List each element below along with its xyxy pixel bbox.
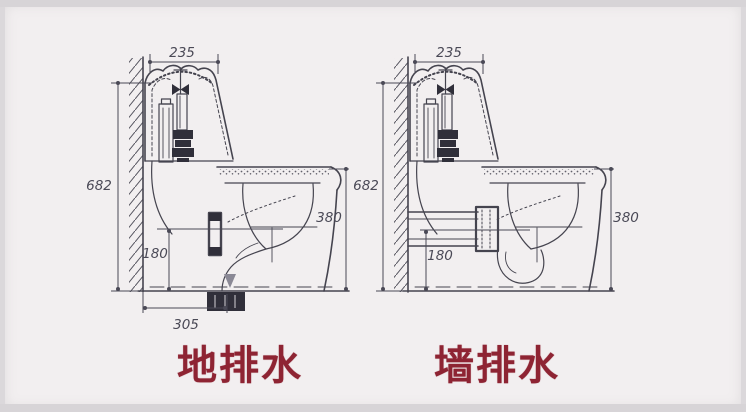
rim-front-curve bbox=[330, 166, 342, 191]
wall-hatching bbox=[129, 58, 143, 292]
dim-tank-width-right: 235 bbox=[413, 45, 485, 74]
bowl-inner-left bbox=[242, 183, 267, 250]
bowl-inner-right bbox=[530, 183, 579, 250]
fill-valve bbox=[423, 98, 439, 163]
s-trap bbox=[207, 211, 267, 292]
valve-block-3 bbox=[437, 148, 459, 157]
rim-stipple-band bbox=[219, 169, 329, 175]
toilet-bowl bbox=[151, 160, 342, 292]
floor-outlet bbox=[207, 274, 245, 311]
weir-bottom-seal bbox=[209, 247, 221, 255]
pipe-flange bbox=[474, 205, 500, 253]
rim-to-trap-dotted bbox=[227, 195, 296, 223]
float-inner-lines bbox=[427, 107, 435, 159]
dim-label-tank-width: 235 bbox=[436, 45, 462, 61]
valve-block-2 bbox=[440, 140, 456, 147]
cistern-tank bbox=[409, 64, 499, 163]
valve-block-3 bbox=[172, 148, 194, 157]
pipe-inner-lines bbox=[407, 218, 479, 240]
float-cylinder bbox=[158, 103, 174, 163]
floor-line bbox=[402, 286, 615, 292]
cistern-tank bbox=[144, 64, 234, 163]
valve-seat bbox=[177, 158, 189, 162]
toilet-bowl bbox=[416, 160, 607, 292]
dim-rim-height-right: 380 bbox=[594, 167, 639, 291]
trap-outer-curve bbox=[221, 248, 267, 292]
bowl-back-outer bbox=[151, 160, 173, 235]
float-cylinder bbox=[423, 103, 439, 163]
rim-stipple-band bbox=[484, 169, 594, 175]
wall-section bbox=[129, 56, 144, 293]
tank-inner-wall bbox=[151, 76, 229, 157]
outlet-ribs bbox=[214, 295, 236, 308]
flush-button bbox=[437, 67, 454, 95]
p-trap bbox=[496, 246, 545, 284]
float-cap bbox=[425, 98, 437, 105]
overflow-tube bbox=[176, 93, 188, 131]
dim-drain-setback-left: 305 bbox=[142, 293, 228, 333]
wall-drain-diagram: 235 682 180 380 bbox=[353, 45, 639, 293]
trap-u-outer bbox=[496, 246, 545, 284]
weir-top-seal bbox=[209, 213, 221, 221]
flush-button bbox=[172, 67, 189, 95]
tank-inner-wall bbox=[416, 76, 494, 157]
dim-drain-height-right: 180 bbox=[420, 229, 530, 291]
bowl-back-outer bbox=[416, 160, 438, 235]
flush-valve bbox=[172, 93, 194, 162]
dim-label-overall-height: 682 bbox=[353, 178, 379, 194]
caption-wall-drain: 墙排水 bbox=[434, 343, 560, 389]
pipe-outer-lines bbox=[407, 211, 479, 247]
bowl-inner-left bbox=[507, 183, 532, 250]
dim-label-drain-setback: 305 bbox=[173, 317, 199, 333]
button-stem bbox=[438, 67, 453, 95]
dim-label-overall-height: 682 bbox=[86, 178, 112, 194]
valve-seat bbox=[442, 158, 454, 162]
caption-floor-drain: 地排水 bbox=[177, 343, 303, 389]
dim-label-tank-width: 235 bbox=[169, 45, 195, 61]
flush-valve bbox=[437, 93, 459, 162]
bowl-inner-right bbox=[265, 183, 314, 250]
dim-label-rim-height: 380 bbox=[613, 210, 639, 226]
floor-drain-diagram: 235 682 180 305 380 bbox=[86, 45, 350, 333]
floor-line bbox=[137, 286, 350, 292]
bowl-front-outer bbox=[588, 189, 603, 292]
bowl-front-outer bbox=[323, 189, 338, 292]
dim-label-drain-height: 180 bbox=[142, 246, 168, 262]
valve-block-2 bbox=[175, 140, 191, 147]
dim-label-drain-height: 180 bbox=[427, 248, 453, 264]
overflow-tube bbox=[441, 93, 453, 131]
float-inner-lines bbox=[162, 107, 170, 159]
dim-tank-width-left: 235 bbox=[148, 45, 220, 74]
dim-rim-height-left: 380 bbox=[316, 167, 349, 291]
dim-overall-height-right: 682 bbox=[353, 81, 417, 292]
trap-inner-curve bbox=[235, 242, 259, 259]
trap-u-inner bbox=[505, 251, 517, 274]
float-cap bbox=[160, 98, 172, 105]
wall-drain-pipe bbox=[407, 205, 500, 253]
flow-arrow-icon bbox=[224, 274, 236, 288]
valve-block-1 bbox=[173, 130, 193, 139]
wall-section bbox=[394, 56, 409, 293]
dim-overall-height-left: 682 bbox=[86, 81, 152, 292]
dim-drain-height-left: 180 bbox=[142, 228, 283, 291]
flange-texture bbox=[481, 209, 491, 249]
rim-front-curve bbox=[595, 166, 607, 191]
button-stem bbox=[173, 67, 188, 95]
valve-block-1 bbox=[438, 130, 458, 139]
fill-valve bbox=[158, 98, 174, 163]
dim-label-rim-height: 380 bbox=[316, 210, 342, 226]
rim-to-trap-dotted bbox=[495, 195, 561, 221]
wall-hatching bbox=[394, 58, 408, 292]
